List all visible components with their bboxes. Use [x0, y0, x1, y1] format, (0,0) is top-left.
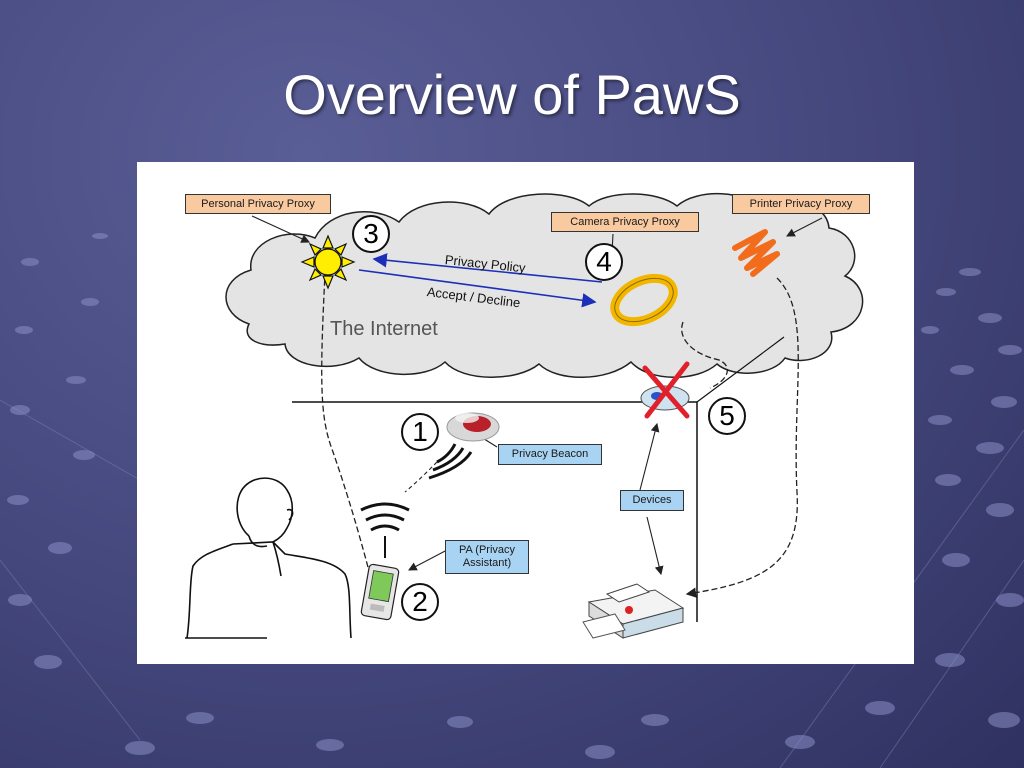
internet-label: The Internet: [330, 318, 438, 340]
privacy-beacon-label: Privacy Beacon: [498, 444, 602, 465]
camera-privacy-proxy-label: Camera Privacy Proxy: [551, 212, 699, 232]
wall-corner-line: [696, 336, 785, 403]
number-2: 2: [412, 586, 428, 617]
link-beacon: [404, 461, 438, 493]
sun-icon: [300, 234, 356, 290]
privacy-beacon-icon: [446, 412, 500, 442]
printer-proxy-icon: [732, 229, 780, 277]
printer-device-icon: [582, 583, 685, 639]
privacy-policy-arrow: [372, 253, 603, 283]
pa-privacy-assistant-label: PA (Privacy Assistant): [445, 540, 529, 574]
slide-title: Overview of PawS: [283, 63, 741, 126]
pa-waves-icon: [360, 502, 410, 558]
number-4: 4: [596, 246, 612, 277]
printer-privacy-proxy-label: Printer Privacy Proxy: [732, 194, 870, 214]
number-5: 5: [719, 400, 735, 431]
paws-diagram: Personal Privacy Proxy Camera Privacy Pr…: [137, 162, 914, 664]
beacon-waves-icon: [428, 443, 473, 480]
cross-out-icon: [642, 361, 690, 419]
diagram-graphics: [185, 192, 864, 639]
devices-label: Devices: [620, 490, 684, 511]
pa-label-line2: Assistant): [462, 557, 512, 569]
link-printer-to-internet: [685, 277, 799, 598]
number-1: 1: [412, 416, 428, 447]
personal-privacy-proxy-label: Personal Privacy Proxy: [185, 194, 331, 214]
number-3: 3: [363, 218, 379, 249]
pa-device-icon: [360, 563, 400, 621]
person-icon: [185, 477, 352, 639]
accept-decline-arrow: [358, 269, 597, 308]
pa-label-line1: PA (Privacy: [458, 544, 516, 556]
link-pa-to-personal-proxy: [321, 273, 378, 603]
link-camera-to-internet: [681, 321, 728, 389]
